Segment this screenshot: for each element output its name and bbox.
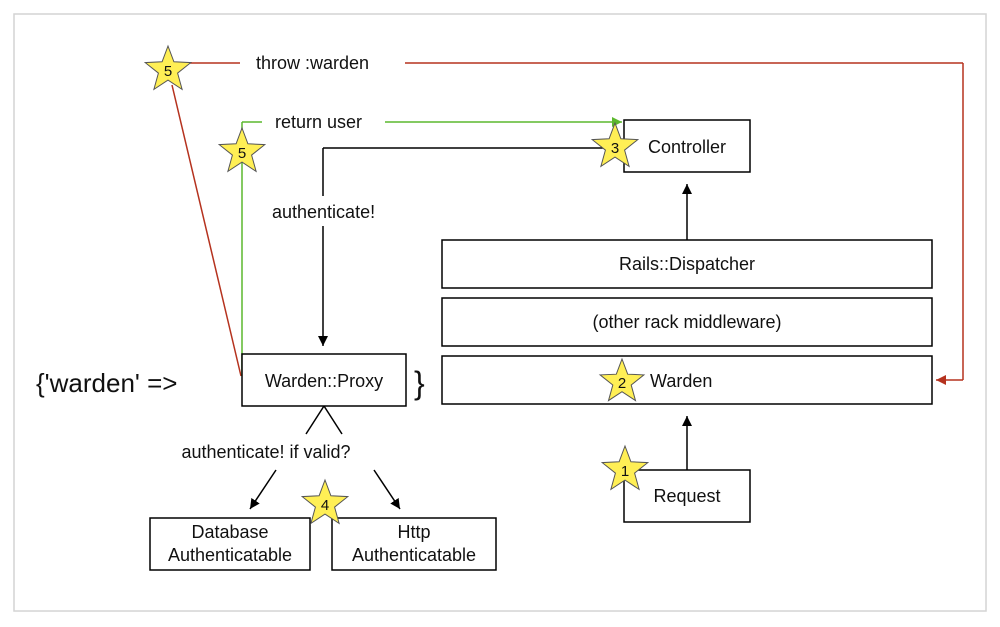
throw-warden-label: throw :warden bbox=[256, 53, 369, 73]
controller-label: Controller bbox=[648, 137, 726, 157]
star-icon-return-user: 5 bbox=[217, 126, 267, 173]
env-hash-prefix: {'warden' => bbox=[36, 368, 177, 398]
star-icon-warden: 2 bbox=[598, 357, 646, 402]
step-number-controller: 3 bbox=[611, 140, 619, 157]
env-hash-suffix: } bbox=[414, 365, 425, 401]
other-middleware-node: (other rack middleware) bbox=[441, 297, 933, 347]
authenticate-edge: authenticate! bbox=[272, 147, 622, 346]
database-strategy-node: Database Authenticatable bbox=[149, 517, 311, 571]
request-node: Request bbox=[623, 469, 751, 523]
http-label-line1: Http bbox=[397, 522, 430, 542]
star-icon-request: 1 bbox=[600, 444, 650, 491]
controller-node: Controller bbox=[623, 119, 751, 173]
warden-label: Warden bbox=[650, 371, 712, 391]
http-label-line2: Authenticatable bbox=[352, 545, 476, 565]
dispatcher-label: Rails::Dispatcher bbox=[619, 254, 755, 274]
return-user-label: return user bbox=[275, 112, 362, 132]
request-label: Request bbox=[653, 486, 720, 506]
throw-warden-edge: throw :warden bbox=[171, 53, 964, 385]
return-user-edge: return user bbox=[241, 112, 622, 376]
star-icon-controller: 3 bbox=[590, 121, 640, 168]
star-icon-throw: 5 bbox=[143, 44, 193, 91]
step-number-warden: 2 bbox=[618, 375, 626, 392]
database-label-line2: Authenticatable bbox=[168, 545, 292, 565]
proxy-split-lines bbox=[305, 405, 343, 435]
to-database-arrow bbox=[249, 469, 277, 510]
to-http-arrow bbox=[373, 469, 401, 510]
warden-node: Warden bbox=[441, 355, 933, 405]
proxy-label: Warden::Proxy bbox=[265, 371, 383, 391]
other-middleware-label: (other rack middleware) bbox=[592, 312, 781, 332]
authenticate-if-valid-label: authenticate! if valid? bbox=[181, 442, 350, 462]
step-number-throw: 5 bbox=[164, 63, 172, 80]
http-strategy-node: Http Authenticatable bbox=[331, 517, 497, 571]
proxy-node: Warden::Proxy bbox=[241, 353, 407, 407]
authenticate-label: authenticate! bbox=[272, 202, 375, 222]
step-number-strategies: 4 bbox=[321, 497, 329, 514]
step-number-return-user: 5 bbox=[238, 145, 246, 162]
dispatcher-node: Rails::Dispatcher bbox=[441, 239, 933, 289]
step-number-request: 1 bbox=[621, 463, 629, 480]
star-icon-strategies: 4 bbox=[300, 478, 350, 525]
database-label-line1: Database bbox=[191, 522, 268, 542]
